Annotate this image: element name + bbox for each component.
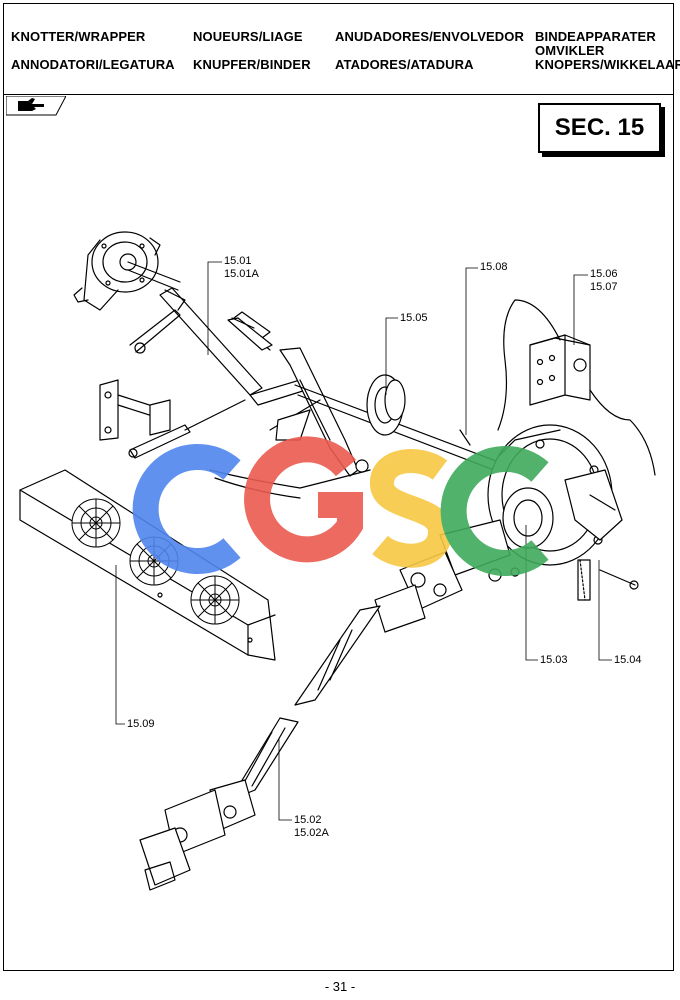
- brake-arm: [564, 469, 639, 601]
- header-title-sv: OMVIKLER: [535, 43, 605, 58]
- header-divider: [3, 94, 674, 95]
- page-frame: [3, 3, 674, 971]
- callout-15-03: 15.03: [540, 654, 568, 666]
- header-title-fr: NOUEURS/LIAGE: [193, 29, 303, 44]
- header-title-nl: KNOPERS/WIKKELAAR: [535, 57, 680, 72]
- small-shaft: [231, 317, 255, 329]
- knotter-lever-arm: [129, 287, 307, 406]
- knotter-fan-shield: [19, 469, 276, 661]
- callout-15-01: 15.01: [224, 255, 252, 267]
- callout-15-01a: 15.01A: [224, 268, 259, 280]
- section-label-box: SEC. 15: [538, 103, 661, 153]
- pin: [227, 317, 273, 351]
- page-number: - 31 -: [324, 979, 356, 994]
- header-title-en: KNOTTER/WRAPPER: [11, 29, 146, 44]
- header-title-de: KNUPFER/BINDER: [193, 57, 311, 72]
- header-title-es-pt: ANUDADORES/ENVOLVEDOR: [335, 29, 524, 44]
- header-title-it: ANNODATORI/LEGATURA: [11, 57, 175, 72]
- callout-15-06: 15.06: [590, 268, 618, 280]
- needle-guide-bracket: [269, 347, 369, 477]
- drive-shaft-lower: [139, 717, 299, 891]
- callout-15-02a: 15.02A: [294, 827, 329, 839]
- header-title-da: BINDEAPPARATER: [535, 29, 656, 44]
- pointing-hand-icon: [6, 96, 66, 116]
- callout-15-04: 15.04: [614, 654, 642, 666]
- sensor-box: [497, 299, 656, 476]
- callout-15-02: 15.02: [294, 814, 322, 826]
- callout-15-08: 15.08: [480, 261, 508, 273]
- callout-15-05: 15.05: [400, 312, 428, 324]
- knotter-crank-assembly: [73, 231, 181, 311]
- callout-15-09: 15.09: [127, 718, 155, 730]
- watermark-logo: [132, 436, 549, 576]
- header-title-es-pt-2: ATADORES/ATADURA: [335, 57, 474, 72]
- callout-leaders: [115, 261, 612, 821]
- twine-hook: [209, 469, 371, 489]
- callout-15-07: 15.07: [590, 281, 618, 293]
- section-label: SEC. 15: [554, 114, 645, 141]
- tension-bracket: [99, 379, 246, 459]
